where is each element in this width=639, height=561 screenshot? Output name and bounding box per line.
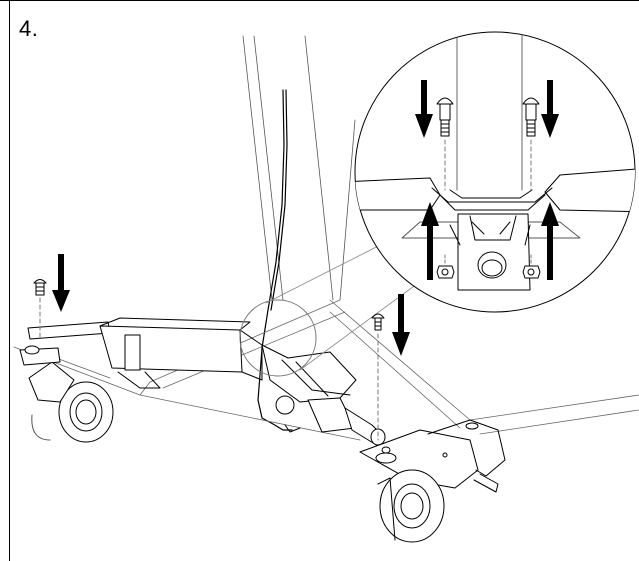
screw-icon: [436, 97, 454, 191]
frame-left-border: [9, 0, 10, 561]
column-pole: [242, 35, 356, 301]
up-arrow-icon: [541, 202, 559, 280]
magnifier-detail-circle: [354, 31, 636, 313]
nut-icon: [436, 254, 455, 279]
frame-top-border: [0, 0, 639, 1]
leader-line: [299, 277, 426, 371]
down-arrow-icon: [392, 294, 410, 356]
step-number: 4.: [19, 16, 39, 41]
screw-icon: [371, 313, 385, 441]
magnifier-small-circle: [239, 299, 317, 377]
screw-icon: [522, 97, 540, 191]
right-caster: [359, 419, 506, 543]
screw-icon: [33, 279, 47, 341]
left-actuator: [27, 317, 263, 389]
nut-icon: [522, 254, 541, 279]
down-arrow-icon: [541, 80, 559, 138]
down-arrow-icon: [52, 254, 70, 312]
left-caster: [19, 345, 114, 443]
gear-housing: [261, 344, 386, 447]
up-arrow-icon: [421, 202, 439, 280]
cable: [257, 89, 293, 431]
down-arrow-icon: [415, 80, 433, 138]
